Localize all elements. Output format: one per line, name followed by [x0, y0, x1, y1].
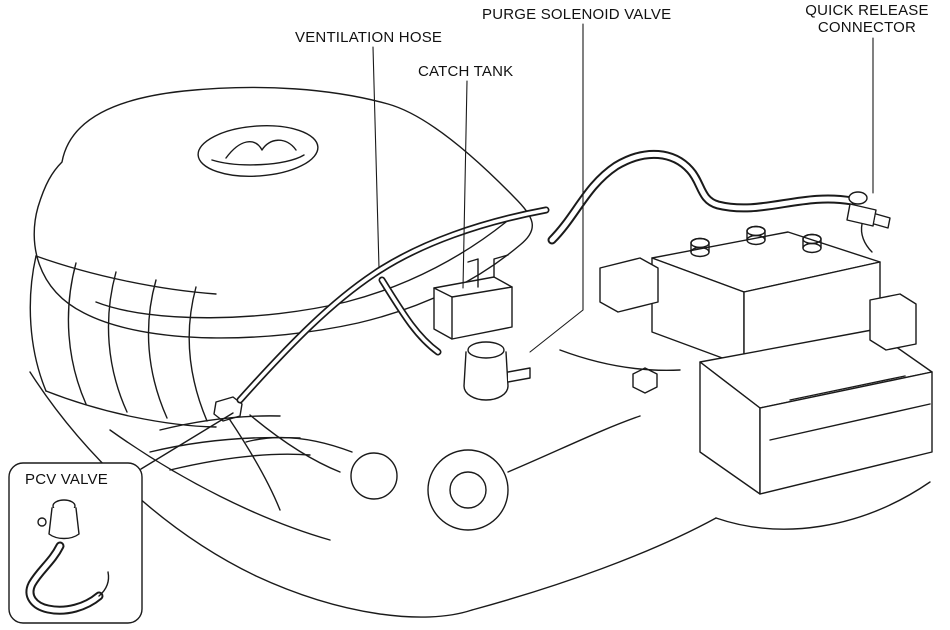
- leader-line-catch-tank: [462, 80, 468, 289]
- pcv-inset: [8, 412, 234, 624]
- emblem-icon: [197, 125, 319, 177]
- label-purge-solenoid-valve: PURGE SOLENOID VALVE: [482, 6, 672, 23]
- engine-cover: [33, 86, 534, 339]
- label-quick-release-connector: QUICK RELEASE CONNECTOR: [798, 2, 936, 36]
- leader-lines: [372, 23, 874, 353]
- fuse-box-art: [699, 293, 933, 495]
- catch-tank-art: [433, 254, 513, 340]
- label-ventilation-hose: VENTILATION HOSE: [295, 29, 443, 46]
- label-quick-release-line1: QUICK RELEASE: [805, 2, 929, 19]
- purge-solenoid-art: [463, 341, 531, 401]
- quick-release-connector-art: [846, 191, 891, 253]
- leader-line-ventilation-hose: [372, 46, 380, 269]
- pcv-valve-location: [149, 396, 341, 511]
- label-pcv-valve: PCV VALVE: [25, 471, 108, 488]
- label-quick-release-line2: CONNECTOR: [817, 19, 917, 36]
- leader-line-purge-solenoid-valve: [529, 23, 584, 353]
- intake-manifold: [29, 255, 217, 428]
- purge-hose-art: [547, 149, 857, 245]
- ventilation-hose-art: [236, 206, 550, 404]
- label-catch-tank: CATCH TANK: [418, 63, 514, 80]
